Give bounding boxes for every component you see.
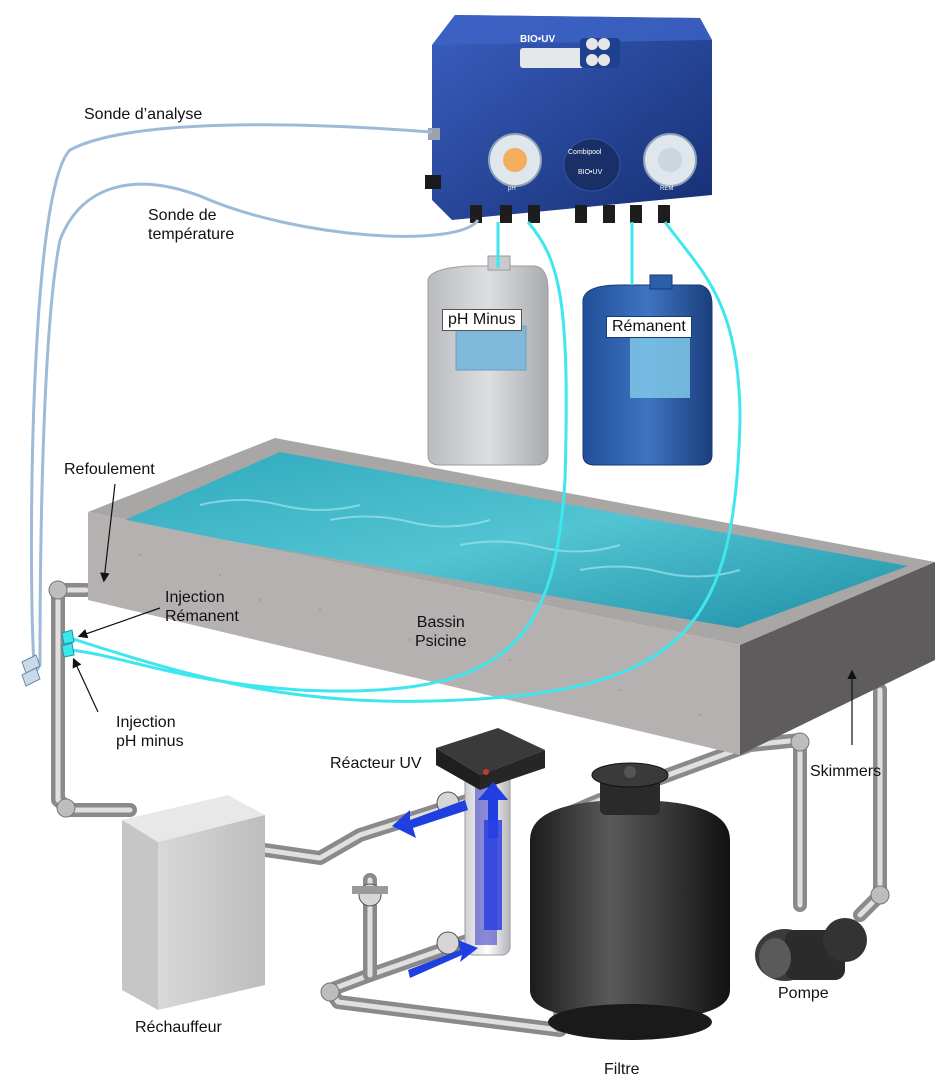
label-pompe: Pompe — [778, 985, 829, 1002]
label-filtre: Filtre — [604, 1061, 640, 1078]
label-sonde-temperature-line2: température — [148, 226, 235, 243]
remanent-container — [582, 274, 713, 466]
label-injection-remanent-line2: Rémanent — [165, 608, 239, 625]
label-reacteur-uv: Réacteur UV — [330, 755, 422, 772]
label-remanent-container: Rémanent — [606, 316, 692, 338]
pool-basin — [88, 438, 935, 755]
sand-filter — [530, 762, 730, 1040]
label-bassin-line2: Psicine — [415, 633, 467, 650]
injection-points — [61, 629, 75, 658]
pump-left-label: pH — [508, 186, 516, 192]
label-injection-remanent-line1: Injection — [165, 589, 225, 606]
controller-brand: BIO•UV — [520, 34, 556, 45]
label-sonde-temperature: Sonde de température — [148, 206, 234, 244]
dosing-hoses — [69, 221, 742, 703]
flow-arrows — [392, 782, 508, 978]
ph-minus-container — [427, 255, 549, 466]
controller-combipool — [425, 15, 712, 223]
label-rechauffeur: Réchauffeur — [135, 1019, 222, 1036]
label-ph-minus-container: pH Minus — [442, 309, 522, 331]
label-pointers — [72, 483, 857, 745]
label-bassin-piscine: Bassin Psicine — [415, 613, 467, 651]
piping — [48, 580, 890, 1037]
label-injection-ph: Injection pH minus — [116, 713, 184, 751]
heater — [122, 795, 265, 1010]
label-injection-remanent: Injection Rémanent — [165, 588, 239, 626]
label-bassin-line1: Bassin — [416, 614, 465, 631]
controller-model: Combipool — [568, 149, 602, 156]
label-refoulement: Refoulement — [64, 461, 155, 478]
probe-cables — [26, 123, 480, 679]
pump — [755, 918, 867, 981]
pump-right-label: REM — [660, 186, 673, 192]
label-injection-ph-line1: Injection — [116, 714, 176, 731]
controller-medallion-brand: BIO•UV — [578, 169, 603, 176]
label-skimmers: Skimmers — [810, 763, 882, 780]
label-injection-ph-line2: pH minus — [116, 733, 184, 750]
label-sonde-temperature-line1: Sonde de — [148, 207, 217, 224]
label-sonde-analyse: Sonde d’analyse — [84, 106, 203, 123]
probe-tips — [21, 654, 41, 687]
